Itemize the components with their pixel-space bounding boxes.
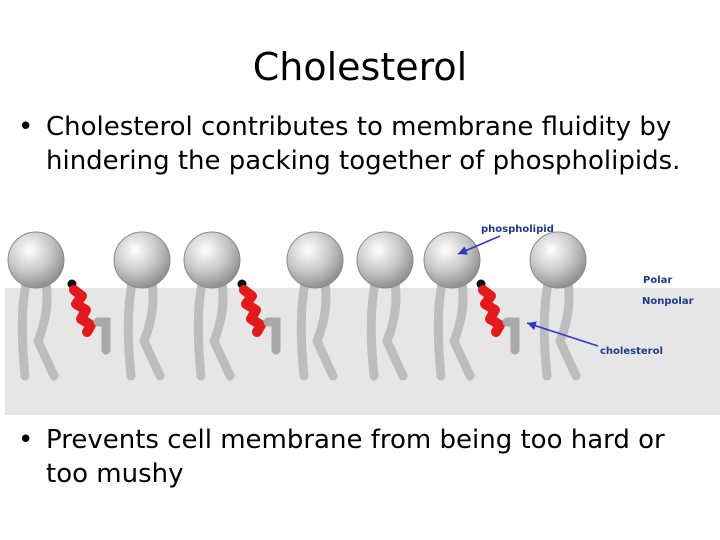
slide-title: Cholesterol (252, 45, 468, 89)
steroid-rings (69, 285, 96, 337)
phosphate-head (423, 231, 481, 289)
fatty-acid-tail (539, 273, 554, 381)
phosphate-head (356, 231, 414, 289)
phospholipid (286, 231, 344, 381)
nonpolar-region (5, 288, 720, 415)
hydrocarbon-tail (263, 317, 281, 355)
phospholipid (113, 231, 171, 381)
phosphate-head (529, 231, 587, 289)
fatty-acid-tail (123, 273, 138, 381)
phospholipid (7, 231, 65, 381)
hydrocarbon-tail (93, 317, 111, 355)
phosphate-head (7, 231, 65, 289)
phospholipid-row (7, 231, 587, 381)
steroid-rings (239, 285, 266, 337)
phospholipid (356, 231, 414, 381)
fatty-acid-tail (296, 273, 311, 381)
cholesterol-row (67, 279, 520, 355)
cholesterol-label: cholesterol (600, 346, 663, 357)
fatty-acid-tail (139, 273, 165, 381)
phospholipid-arrow (457, 235, 501, 255)
hydrocarbon-tail (502, 317, 520, 355)
fatty-acid-tail (312, 273, 338, 381)
nonpolar-label: Nonpolar (642, 296, 694, 307)
fatty-acid-tail (382, 273, 408, 381)
fatty-acid-tail (433, 273, 448, 381)
cholesterol-molecule (237, 279, 281, 355)
phosphate-head (286, 231, 344, 289)
bullet-text: Cholesterol contributes to membrane flui… (46, 112, 681, 176)
fatty-acid-tail (366, 273, 381, 381)
fatty-acid-tail (33, 273, 59, 381)
phospholipid-label: phospholipid (481, 224, 554, 235)
bullet-dot: • (18, 425, 34, 455)
bullet-text: Prevents cell membrane from being too ha… (46, 425, 665, 489)
bullet-item: • Prevents cell membrane from being too … (18, 423, 698, 491)
cholesterol-molecule (476, 279, 520, 355)
phosphate-head (183, 231, 241, 289)
membrane-diagram: phospholipid Polar Nonpolar cholesterol (5, 224, 720, 415)
fatty-acid-tail (17, 273, 32, 381)
phospholipid (423, 231, 481, 381)
polar-label: Polar (643, 275, 672, 286)
phosphate-head (113, 231, 171, 289)
fatty-acid-tail (193, 273, 208, 381)
bullet-item: • Cholesterol contributes to membrane fl… (18, 110, 698, 178)
bullet-dot: • (18, 112, 34, 142)
fatty-acid-tail (209, 273, 235, 381)
cholesterol-arrow (526, 321, 599, 347)
phospholipid (183, 231, 241, 381)
fatty-acid-tail (449, 273, 475, 381)
fatty-acid-tail (555, 273, 581, 381)
cholesterol-molecule (67, 279, 111, 355)
steroid-rings (478, 285, 505, 337)
